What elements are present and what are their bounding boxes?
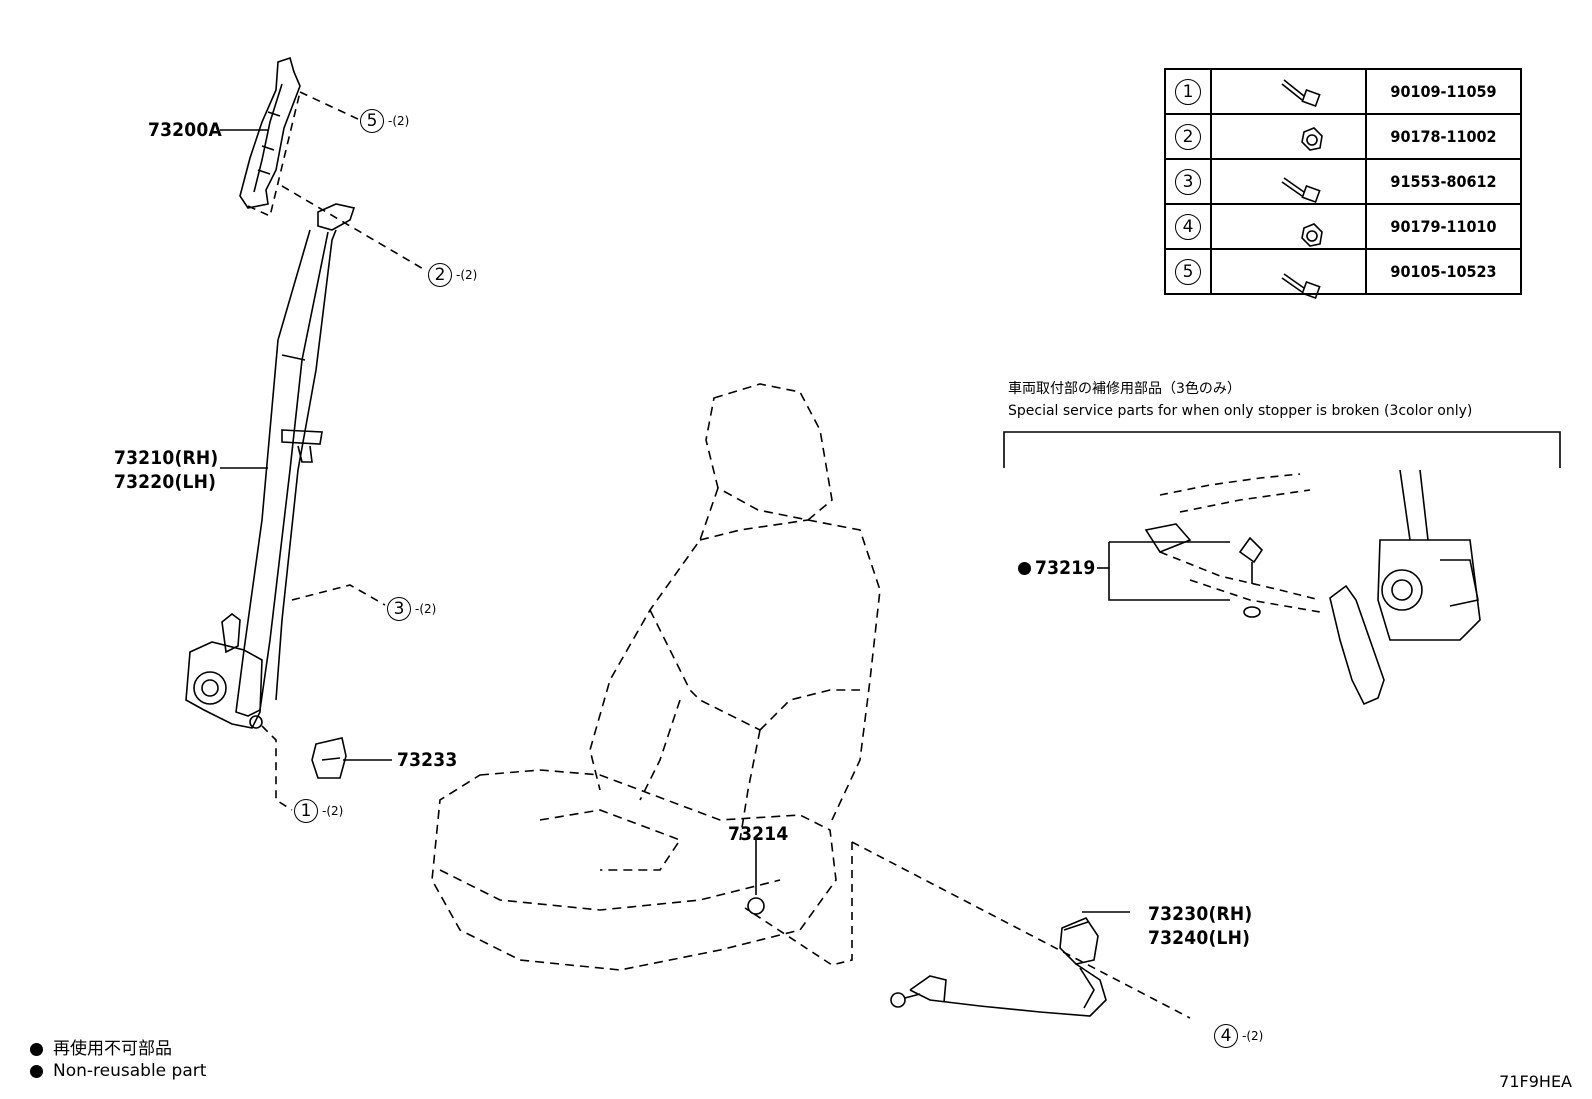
parts-table: 1 90109-11059 2 90178-11002 3 91553-8061… [1164,68,1522,295]
legend-text-en: Non-reusable part [53,1061,207,1081]
row-number: 5 [1175,258,1201,285]
legend-text-ja: 再使用不可部品 [53,1039,172,1059]
qty: (2) [419,602,437,616]
seat-drawing [431,383,881,971]
part-label-73233: 73233 [397,749,458,771]
service-parts-bracket [1003,431,1561,468]
callout-5: 5 [360,109,384,133]
stopper-detail-drawing [1144,469,1481,706]
special-note-ja: 車両取付部の補修用部品（3色のみ） [1008,381,1241,397]
qty: (2) [326,804,344,818]
table-row: 1 90109-11059 [1164,68,1522,115]
icon-cell [1210,68,1367,115]
row-number-cell: 1 [1164,68,1212,115]
non-reusable-dot [1018,562,1031,575]
cover-drawing [311,737,347,779]
row-number-cell: 4 [1164,203,1212,250]
table-row: 3 91553-80612 [1164,158,1522,205]
callout-4-qty: -(2) [1242,1029,1264,1043]
row-number: 4 [1175,213,1201,240]
part-label-73240: 73240(LH) [1148,927,1251,949]
qty: (2) [460,268,478,282]
callout-5-qty: -(2) [388,114,410,128]
part-label-73219: 73219 [1018,557,1095,579]
part-label-73214: 73214 [728,823,789,845]
qty: (2) [392,114,410,128]
anchor-grommet [747,897,765,915]
callout-1: 1 [294,799,318,823]
part-label-73230: 73230(RH) [1148,903,1253,925]
diagram-code: 71F9HEA [1499,1072,1572,1091]
row-number-cell: 2 [1164,113,1212,160]
part-label-73200a: 73200A [148,119,222,141]
table-row: 4 90179-11010 [1164,203,1522,250]
solid-leaders [220,129,1230,913]
legend-en: Non-reusable part [30,1061,206,1081]
leader-lines [247,91,1191,1019]
part-number-cell: 90105-10523 [1365,248,1522,295]
non-reusable-dot [30,1064,43,1078]
icon-cell [1210,203,1367,250]
seat-belt-retractor-drawing [185,203,356,729]
part-number-cell: 90179-11010 [1365,203,1522,250]
part-number: 73219 [1035,557,1096,579]
callout-3-qty: -(2) [415,602,437,616]
icon-cell [1210,248,1367,295]
callout-2-qty: -(2) [456,268,478,282]
part-number-cell: 90109-11059 [1365,68,1522,115]
row-number: 2 [1175,123,1201,150]
row-number: 1 [1175,78,1201,105]
part-number-cell: 91553-80612 [1365,158,1522,205]
icon-cell [1210,113,1367,160]
anchor-plate-drawing [239,56,301,209]
legend-ja: 再使用不可部品 [30,1034,172,1059]
qty: (2) [1246,1029,1264,1043]
part-number-cell: 90178-11002 [1365,113,1522,160]
part-label-73220: 73220(LH) [114,471,217,493]
part-label-73210: 73210(RH) [114,447,219,469]
special-note-en: Special service parts for when only stop… [1008,403,1473,419]
table-row: 2 90178-11002 [1164,113,1522,160]
callout-2: 2 [428,263,452,287]
callout-3: 3 [387,597,411,621]
table-row: 5 90105-10523 [1164,248,1522,295]
row-number-cell: 5 [1164,248,1212,295]
row-number: 3 [1175,168,1201,195]
icon-cell [1210,158,1367,205]
callout-1-qty: -(2) [322,804,344,818]
non-reusable-dot [30,1042,43,1056]
buckle-drawing [890,917,1107,1017]
row-number-cell: 3 [1164,158,1212,205]
callout-4: 4 [1214,1024,1238,1048]
